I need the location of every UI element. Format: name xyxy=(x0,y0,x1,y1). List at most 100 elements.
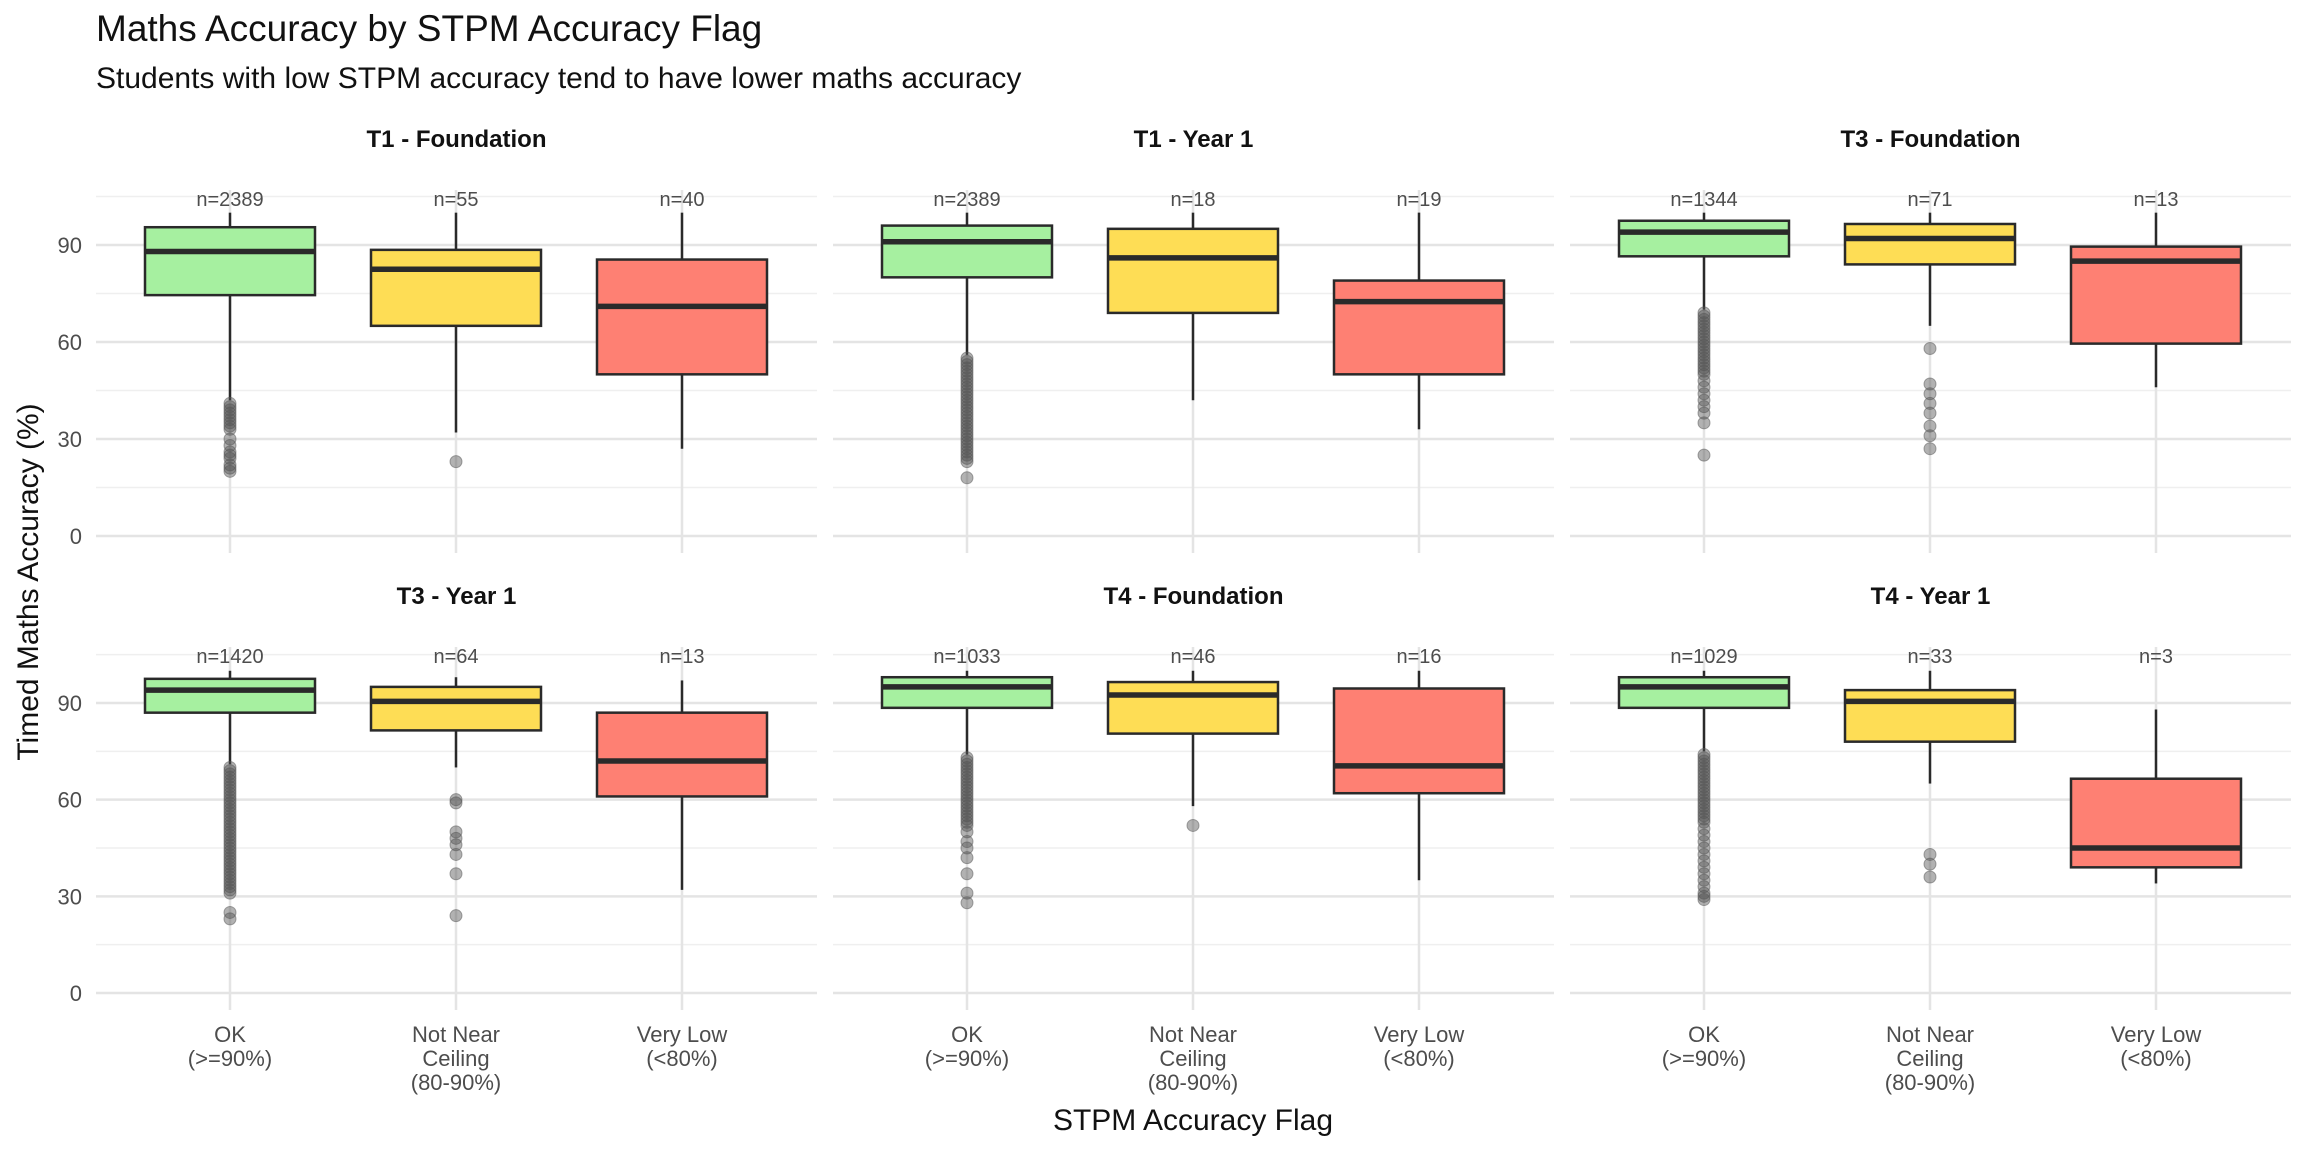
chart-title: Maths Accuracy by STPM Accuracy Flag xyxy=(96,8,763,49)
count-label: n=55 xyxy=(433,189,478,211)
count-label: n=1344 xyxy=(1670,189,1737,211)
count-label: n=19 xyxy=(1396,189,1441,211)
x-tick-label: Very Low xyxy=(1374,1022,1465,1047)
box xyxy=(880,675,1054,710)
x-tick-label: (>=90%) xyxy=(925,1046,1009,1071)
y-tick-label: 0 xyxy=(70,524,82,549)
count-label: n=13 xyxy=(2133,189,2178,211)
count-label: n=33 xyxy=(1907,646,1952,668)
outlier-point xyxy=(960,841,974,855)
box xyxy=(1843,688,2017,743)
outlier-point xyxy=(960,851,974,865)
outlier-point xyxy=(223,883,237,897)
outlier-point xyxy=(1923,419,1937,433)
outlier-point xyxy=(1186,818,1200,832)
outlier-point xyxy=(1697,812,1711,826)
outlier-point xyxy=(223,912,237,926)
outlier-point xyxy=(960,896,974,910)
outlier-point xyxy=(1697,893,1711,907)
count-label: n=40 xyxy=(659,189,704,211)
outlier-point xyxy=(449,455,463,469)
outlier-point xyxy=(1923,387,1937,401)
outlier-point xyxy=(1697,448,1711,462)
x-tick-label: Ceiling xyxy=(422,1046,489,1071)
x-tick-label: (<80%) xyxy=(2120,1046,2192,1071)
box xyxy=(369,685,543,732)
outlier-point xyxy=(1923,429,1937,443)
outlier-point xyxy=(1697,889,1711,903)
box xyxy=(880,224,1054,279)
facet-title: T4 - Year 1 xyxy=(1871,583,1991,610)
outlier-point xyxy=(1923,396,1937,410)
box xyxy=(2069,777,2243,869)
x-tick-label: (80-90%) xyxy=(1148,1070,1238,1095)
box xyxy=(595,711,769,798)
outlier-point xyxy=(1923,377,1937,391)
outlier-point xyxy=(1923,847,1937,861)
count-label: n=16 xyxy=(1396,646,1441,668)
x-tick-label: Not Near xyxy=(1886,1022,1974,1047)
x-tick-label: (>=90%) xyxy=(188,1046,272,1071)
x-tick-label: OK xyxy=(214,1022,246,1047)
x-tick-label: Very Low xyxy=(637,1022,728,1047)
outlier-point xyxy=(449,793,463,807)
outlier-point xyxy=(223,419,237,433)
outlier-point xyxy=(1923,870,1937,884)
box xyxy=(1106,680,1280,735)
x-tick-label: Not Near xyxy=(412,1022,500,1047)
y-tick-label: 0 xyxy=(70,981,82,1006)
outlier-point xyxy=(1697,406,1711,420)
outlier-point xyxy=(960,451,974,465)
outlier-point xyxy=(1923,857,1937,871)
count-label: n=64 xyxy=(433,646,478,668)
x-axis-title: STPM Accuracy Flag xyxy=(1053,1104,1333,1137)
box xyxy=(1617,675,1791,710)
y-tick-label: 60 xyxy=(58,788,82,813)
outlier-point xyxy=(1923,406,1937,420)
count-label: n=46 xyxy=(1170,646,1215,668)
facet-panel: T1 - Year 1 n=2389 n=18 n=19 xyxy=(833,126,1554,553)
y-tick-label: 60 xyxy=(58,330,82,355)
y-tick-label: 90 xyxy=(58,691,82,716)
y-tick-label: 30 xyxy=(58,884,82,909)
x-tick-label: (<80%) xyxy=(646,1046,718,1071)
box xyxy=(1106,227,1280,315)
outlier-point xyxy=(223,422,237,436)
outlier-point xyxy=(223,886,237,900)
facet-title: T3 - Foundation xyxy=(1841,126,2021,153)
x-tick-label: Ceiling xyxy=(1159,1046,1226,1071)
outlier-point xyxy=(960,455,974,469)
y-axis-title: Timed Maths Accuracy (%) xyxy=(12,403,45,760)
box xyxy=(143,677,317,714)
x-tick-label: (80-90%) xyxy=(1885,1070,1975,1095)
outlier-point xyxy=(1697,364,1711,378)
outlier-point xyxy=(1923,442,1937,456)
count-label: n=1033 xyxy=(933,646,1000,668)
outlier-point xyxy=(449,796,463,810)
facet-title: T4 - Foundation xyxy=(1104,583,1284,610)
count-label: n=2389 xyxy=(933,189,1000,211)
outlier-point xyxy=(1697,416,1711,430)
x-tick-label: OK xyxy=(1688,1022,1720,1047)
x-tick-label: (80-90%) xyxy=(411,1070,501,1095)
count-label: n=71 xyxy=(1907,189,1952,211)
y-tick-label: 30 xyxy=(58,427,82,452)
outlier-point xyxy=(449,847,463,861)
box xyxy=(1332,687,1506,795)
x-tick-label: OK xyxy=(951,1022,983,1047)
count-label: n=18 xyxy=(1170,189,1215,211)
count-label: n=13 xyxy=(659,646,704,668)
chart-subtitle: Students with low STPM accuracy tend to … xyxy=(96,62,1022,95)
outlier-point xyxy=(1923,341,1937,355)
facet-title: T1 - Year 1 xyxy=(1134,126,1254,153)
count-label: n=1029 xyxy=(1670,646,1737,668)
x-tick-label: Very Low xyxy=(2111,1022,2202,1047)
outlier-point xyxy=(960,825,974,839)
count-label: n=1420 xyxy=(196,646,263,668)
x-tick-label: Ceiling xyxy=(1896,1046,1963,1071)
